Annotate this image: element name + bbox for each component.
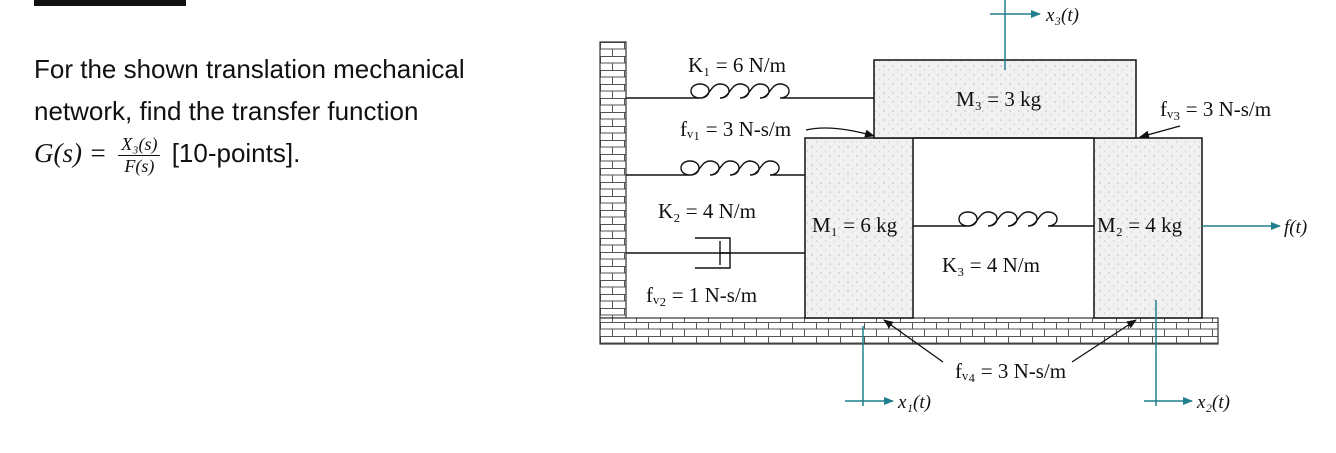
damper-fv2 [626,237,805,269]
x2-displacement-arrow [1144,300,1193,406]
label-fv1: fᵥ₁ = 3 N-s/m [680,117,791,141]
left-wall [599,41,627,319]
mass-m1 [804,137,914,319]
label-m1: M₁ = 6 kg [812,213,898,237]
fv1-leader-arrow [805,127,875,138]
fv4-leader-arrow-left [883,319,944,363]
ground [599,317,1219,345]
x3-displacement-arrow [990,0,1041,70]
label-k3: K₃ = 4 N/m [942,253,1040,277]
spring-k2 [626,160,805,176]
label-fv3: fᵥ₃ = 3 N-s/m [1160,97,1271,121]
fraction-denominator: F(s) [124,155,155,176]
mass-m2 [1093,137,1203,319]
fv3-leader-arrow [1139,125,1181,139]
fv4-leader-arrow-right [1071,319,1137,363]
label-x2: x₂(t) [1196,392,1230,413]
label-m2: M₂ = 4 kg [1097,213,1183,237]
fraction-numerator: X₃(s) [118,134,161,156]
label-k2: K₂ = 4 N/m [658,199,756,223]
label-x1: x₁(t) [897,392,931,413]
label-force: f(t) [1284,217,1307,238]
label-m3: M₃ = 3 kg [956,87,1042,111]
transfer-function-line: G(s) = X₃(s) F(s) [10-points]. [34,132,574,177]
spring-k3 [913,211,1094,227]
label-fv2: fᵥ₂ = 1 N-s/m [646,283,757,307]
x1-displacement-arrow [845,326,894,406]
transfer-function-lhs: G(s) = [34,138,107,168]
label-fv4: fᵥ₄ = 3 N-s/m [955,359,1066,383]
problem-statement: For the shown translation mechanical net… [34,48,574,177]
spring-k1 [626,83,874,99]
problem-line-1: For the shown translation mechanical [34,54,465,84]
underline-bar [34,0,186,6]
label-x3: x₃(t) [1045,5,1079,26]
points-label: [10-points]. [171,138,301,168]
transfer-function-fraction: X₃(s) F(s) [118,134,161,177]
problem-line-2: network, find the transfer function [34,96,419,126]
label-k1: K₁ = 6 N/m [688,53,786,77]
